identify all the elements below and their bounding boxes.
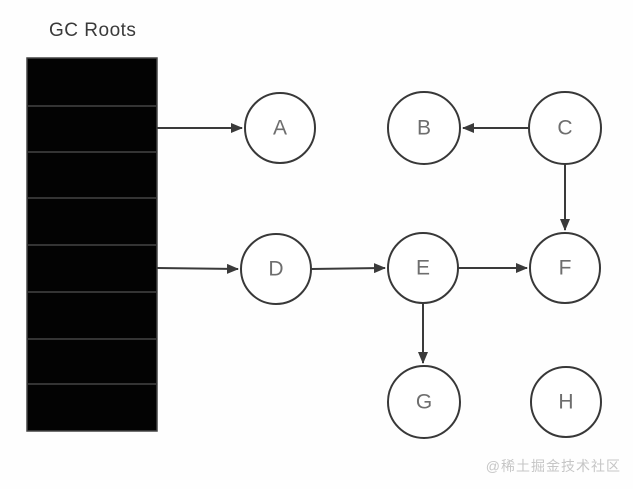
node-G: G [387,365,461,439]
node-circle-H [530,366,602,438]
node-A: A [244,92,316,164]
node-label-D: D [268,258,283,281]
node-label-B: B [417,117,431,140]
arrow-gc-roots-to-D [156,263,239,274]
gc-roots-label: GC Roots [49,20,137,41]
node-label-H: H [558,391,573,414]
node-D: D [240,233,312,305]
node-C: C [528,91,602,165]
watermark: @稀土掘金技术社区 [485,458,621,474]
node-circle-C [528,91,602,165]
node-circle-B [387,91,461,165]
node-circle-E [387,232,459,304]
node-label-C: C [557,117,572,140]
node-B: B [387,91,461,165]
node-circle-A [244,92,316,164]
node-label-G: G [416,391,432,414]
node-circle-F [529,232,601,304]
node-label-A: A [273,117,287,140]
node-H: H [530,366,602,438]
node-E: E [387,232,459,304]
node-circle-G [387,365,461,439]
node-label-F: F [559,257,572,280]
arrow-D-to-E [310,263,386,274]
node-circle-D [240,233,312,305]
node-label-E: E [416,257,430,280]
node-F: F [529,232,601,304]
